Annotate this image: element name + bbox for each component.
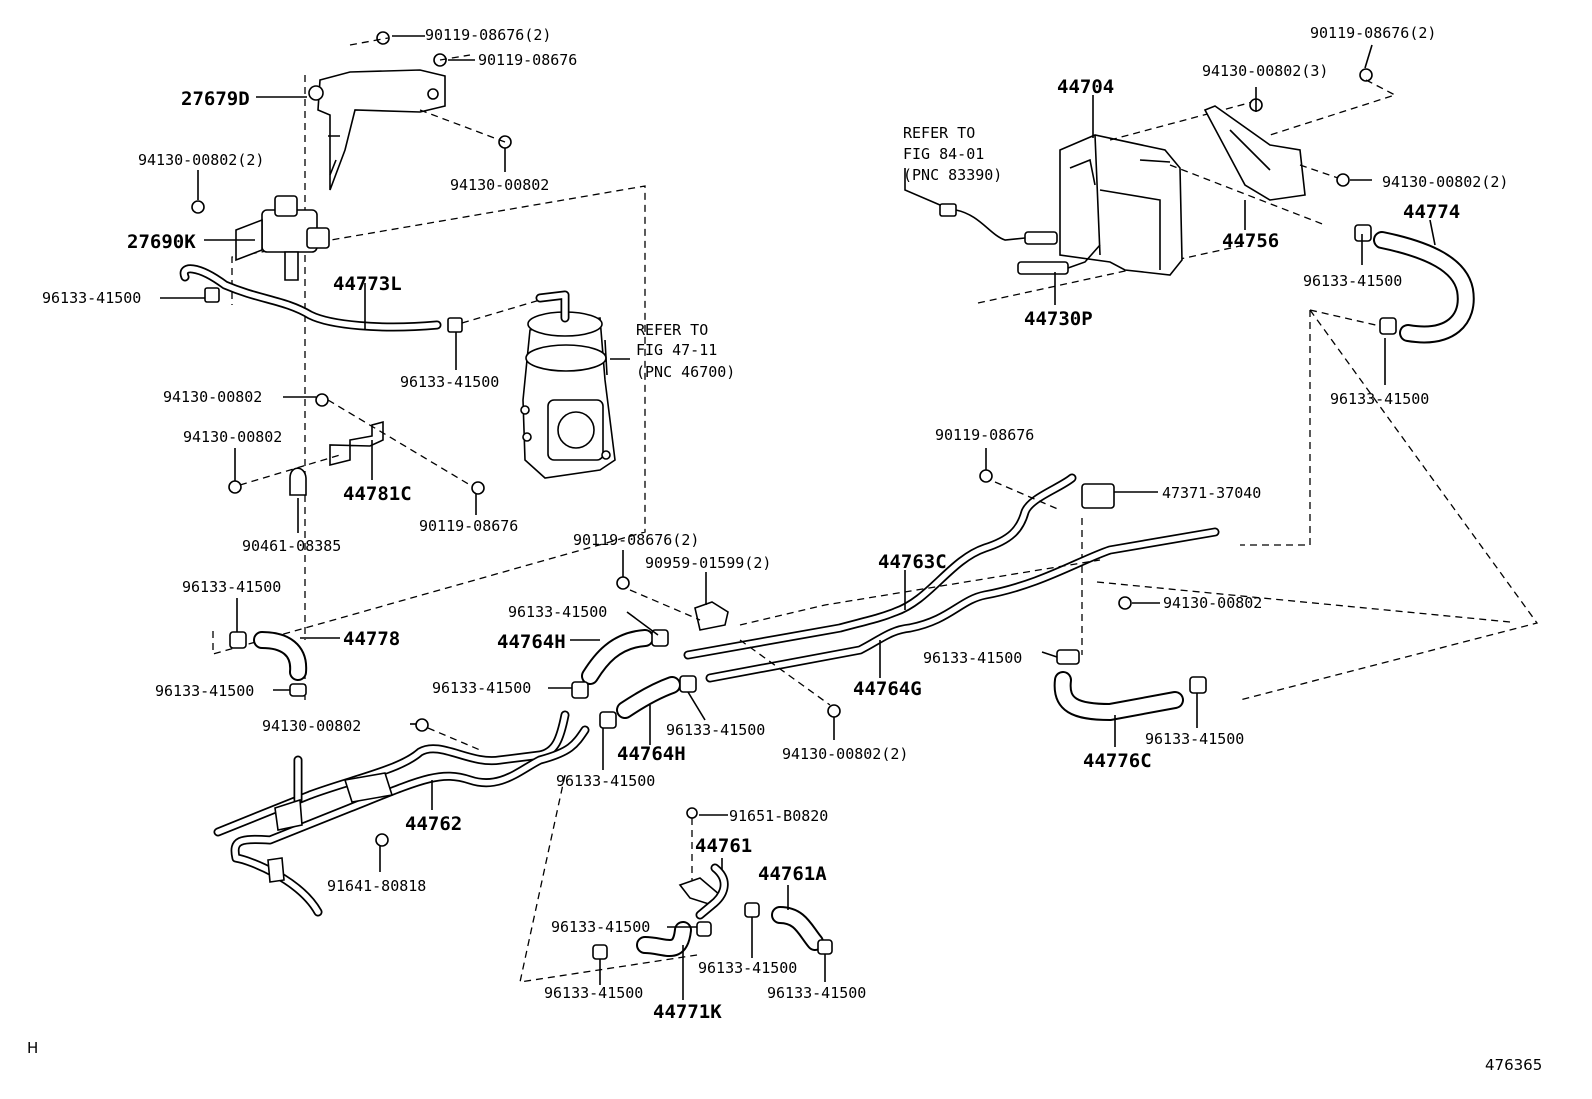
- label-n04: 94130-00802(2): [138, 151, 264, 169]
- ref1-line3: (PNC 46700): [636, 363, 735, 381]
- label-44774: 44774: [1403, 201, 1460, 223]
- part-labels: 27679D 27690K 44773L 44781C 44704 44756 …: [127, 76, 1460, 1023]
- assembly-outlines: [212, 75, 1539, 983]
- footer: H 476365: [27, 1039, 1542, 1074]
- label-n06: 96133-41500: [400, 373, 499, 391]
- label-n13: 94130-00802(2): [1382, 173, 1508, 191]
- leader-lines: [160, 35, 1436, 1000]
- part-number-labels: 90119-08676(2) 90119-08676 94130-00802 9…: [42, 24, 1508, 1002]
- label-n08: 94130-00802: [183, 428, 282, 446]
- label-44773l: 44773L: [333, 273, 402, 295]
- label-n14: 96133-41500: [1303, 272, 1402, 290]
- label-n03: 94130-00802: [450, 176, 549, 194]
- label-n02: 90119-08676: [478, 51, 577, 69]
- label-n22: 96133-41500: [508, 603, 607, 621]
- label-44778: 44778: [343, 628, 400, 650]
- label-44781c: 44781C: [343, 483, 412, 505]
- label-44730p: 44730P: [1024, 308, 1093, 330]
- label-n24: 96133-41500: [432, 679, 531, 697]
- label-n09: 90119-08676: [419, 517, 518, 535]
- pipe-assembly-44762: [213, 710, 590, 917]
- label-44761: 44761: [695, 835, 752, 857]
- charcoal-canister: [520, 290, 616, 479]
- label-44776c: 44776C: [1083, 750, 1152, 772]
- reference-notes: REFER TO FIG 47-11 (PNC 46700) REFER TO …: [636, 124, 1002, 381]
- label-n28: 94130-00802: [262, 717, 361, 735]
- label-n34: 96133-41500: [698, 959, 797, 977]
- bracket-44756: [1203, 68, 1397, 201]
- label-n01: 90119-08676(2): [425, 26, 551, 44]
- label-n32: 91651-B0820: [729, 807, 828, 825]
- label-n31: 96133-41500: [551, 918, 650, 936]
- hose-44773l: [179, 264, 541, 333]
- hose-44774: [1309, 224, 1475, 344]
- label-n11: 90119-08676(2): [1310, 24, 1436, 42]
- label-n35: 96133-41500: [544, 984, 643, 1002]
- label-27690k: 27690K: [127, 231, 196, 253]
- hose-44776c: [1053, 649, 1207, 721]
- label-n07: 94130-00802: [163, 388, 262, 406]
- label-44704: 44704: [1057, 76, 1114, 98]
- label-n05: 96133-41500: [42, 289, 141, 307]
- label-n19: 90959-01599(2): [645, 554, 771, 572]
- label-44764h-a: 44764H: [497, 631, 566, 653]
- label-n10: 90461-08385: [242, 537, 341, 555]
- vsv-bracket-assembly: [191, 31, 512, 281]
- bracket-44781c: [228, 393, 485, 496]
- label-n25: 96133-41500: [923, 649, 1022, 667]
- label-44763c: 44763C: [878, 551, 947, 573]
- label-n29: 94130-00802(2): [782, 745, 908, 763]
- label-n20: 94130-00802: [1163, 594, 1262, 612]
- label-27679d: 27679D: [181, 88, 250, 110]
- label-44756: 44756: [1222, 230, 1279, 252]
- canister-44704: [939, 99, 1326, 276]
- label-n15: 96133-41500: [1330, 390, 1429, 408]
- label-n12: 94130-00802(3): [1202, 62, 1328, 80]
- ref2-line2: FIG 84-01: [903, 145, 984, 163]
- label-n26: 96133-41500: [666, 721, 765, 739]
- label-44764h-b: 44764H: [617, 743, 686, 765]
- hoses-44764h: [571, 629, 697, 729]
- label-n21: 96133-41500: [182, 578, 281, 596]
- ref1-line1: REFER TO: [636, 321, 708, 339]
- label-n17: 47371-37040: [1162, 484, 1261, 502]
- label-n36: 96133-41500: [767, 984, 866, 1002]
- ref1-line2: FIG 47-11: [636, 341, 717, 359]
- footer-left-code: H: [27, 1039, 38, 1057]
- ref2-line1: REFER TO: [903, 124, 975, 142]
- ref2-line3: (PNC 83390): [903, 166, 1002, 184]
- footer-illustration-number: 476365: [1485, 1056, 1542, 1074]
- label-44762: 44762: [405, 813, 462, 835]
- label-n30: 96133-41500: [1145, 730, 1244, 748]
- label-n27: 96133-41500: [556, 772, 655, 790]
- label-n18: 90119-08676(2): [573, 531, 699, 549]
- label-44761a: 44761A: [758, 863, 827, 885]
- label-44764g: 44764G: [853, 678, 922, 700]
- label-44771k: 44771K: [653, 1001, 722, 1023]
- label-n33: 91641-80818: [327, 877, 426, 895]
- label-n23: 96133-41500: [155, 682, 254, 700]
- label-n16: 90119-08676: [935, 426, 1034, 444]
